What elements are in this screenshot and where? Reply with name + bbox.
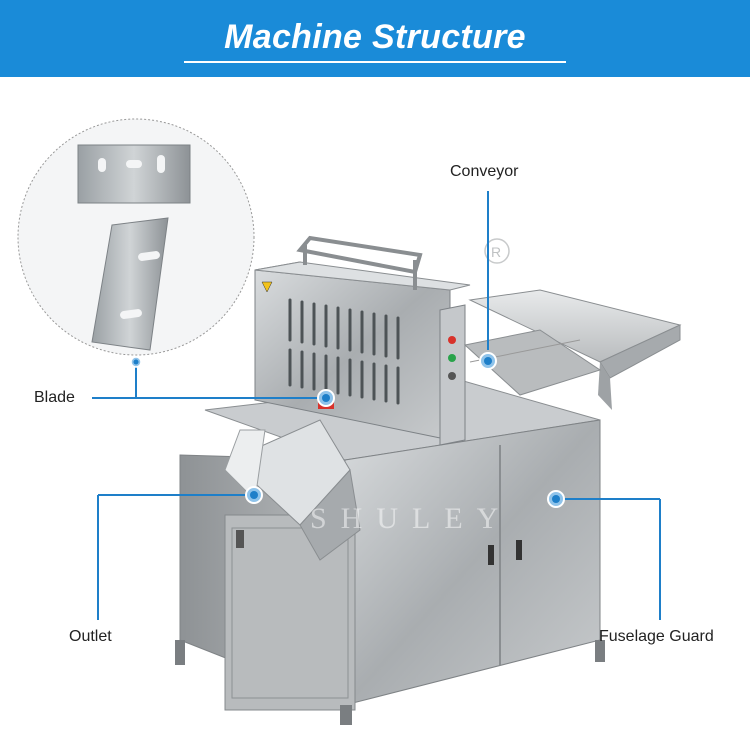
watermark: SHULEY bbox=[310, 502, 512, 535]
callout-lines bbox=[92, 191, 661, 620]
outlet-label: Outlet bbox=[69, 628, 112, 645]
fuselage-guard-label: Fuselage Guard bbox=[599, 628, 714, 645]
callout-dots bbox=[130, 352, 565, 508]
title-underline bbox=[184, 61, 566, 63]
blade-label: Blade bbox=[34, 389, 75, 406]
blade-inset bbox=[17, 118, 255, 356]
svg-text:R: R bbox=[491, 244, 501, 260]
conveyor-tray bbox=[468, 289, 682, 410]
registered-mark bbox=[484, 238, 510, 264]
header-banner: Machine Structure bbox=[0, 0, 750, 77]
conveyor-label: Conveyor bbox=[450, 163, 519, 180]
page-title: Machine Structure bbox=[224, 18, 526, 56]
outlet-chute bbox=[224, 419, 361, 561]
